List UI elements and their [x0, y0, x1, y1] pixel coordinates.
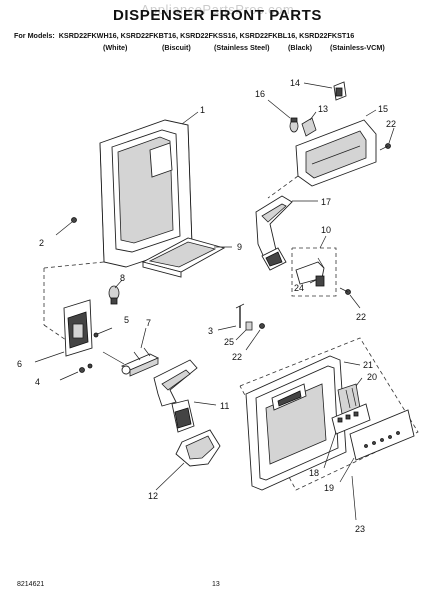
- part-22-screw-low: [259, 323, 265, 329]
- part-17-actuator: [255, 195, 293, 271]
- callout-8: 8: [120, 273, 125, 283]
- dash-6-link: [43, 324, 67, 341]
- leader-18: [323, 431, 337, 469]
- callout-21: 21: [363, 360, 373, 370]
- leader-21: [343, 361, 361, 366]
- callout-9: 9: [237, 242, 242, 252]
- leader-14: [303, 82, 333, 89]
- callout-19: 19: [324, 483, 334, 493]
- dash-15-17: [267, 175, 299, 199]
- leader-16: [267, 99, 291, 119]
- callout-7: 7: [146, 318, 151, 328]
- part-25-washer: [245, 321, 253, 331]
- callout-17: 17: [321, 197, 331, 207]
- leader-20: [355, 377, 363, 387]
- callout-22-low: 22: [232, 352, 242, 362]
- part-2-screw: [55, 217, 77, 236]
- part-14-clip: [333, 81, 347, 101]
- leader-11: [193, 401, 217, 406]
- exploded-parts-diagram: 1 2 3 4 5 6 7 8 9 10 11 12 13 14 15 16 1…: [17, 78, 419, 534]
- leader-24: [309, 279, 317, 284]
- leader-22-mid: [349, 294, 361, 309]
- models-lead: For Models:: [14, 31, 55, 40]
- leader-15: [365, 109, 377, 117]
- page-number: 13: [212, 581, 220, 588]
- callout-3: 3: [208, 326, 213, 336]
- models-line: For Models: KSRD22FKWH16, KSRD22FKBT16, …: [14, 31, 354, 40]
- color-stainless-vcm: (Stainless-VCM): [330, 43, 385, 52]
- callout-16: 16: [255, 89, 265, 99]
- part-18-switch-panel: [331, 403, 371, 435]
- part-16-bulb: [289, 117, 299, 133]
- callout-23: 23: [355, 524, 365, 534]
- dash-6-housing: [43, 261, 105, 269]
- part-4-screw: [59, 363, 93, 381]
- leader-3: [217, 325, 237, 331]
- leader-19: [339, 457, 355, 483]
- callout-14: 14: [290, 78, 300, 88]
- leader-23: [351, 475, 357, 521]
- part-22-screw-mid: [339, 287, 351, 295]
- part-6-switch-module: [63, 299, 93, 357]
- link-7: [102, 351, 125, 365]
- callout-5: 5: [124, 315, 129, 325]
- part-12-chute: [175, 429, 221, 467]
- callout-2: 2: [39, 238, 44, 248]
- color-black: (Black): [288, 43, 312, 52]
- callout-22-mid: 22: [356, 312, 366, 322]
- part-7-lever-pivot: [120, 347, 160, 377]
- part-9-drip-tray: [141, 237, 226, 278]
- leader-22-top: [388, 127, 395, 144]
- callout-11: 11: [220, 401, 229, 411]
- callout-25: 25: [224, 337, 234, 347]
- callout-10: 10: [321, 225, 331, 235]
- color-white: (White): [103, 43, 128, 52]
- colors-line: (White) (Biscuit) (Stainless Steel) (Bla…: [0, 43, 435, 53]
- page-title: DISPENSER FRONT PARTS: [112, 7, 322, 24]
- callout-6: 6: [17, 359, 22, 369]
- callout-24: 24: [294, 283, 304, 293]
- leader-1: [181, 111, 199, 125]
- document-number: 8214621: [17, 581, 45, 588]
- part-1-housing: [99, 119, 193, 268]
- callout-18: 18: [309, 468, 319, 478]
- callout-13: 13: [318, 104, 328, 114]
- callout-12: 12: [148, 491, 158, 501]
- leader-7: [140, 327, 147, 349]
- part-8-button: [108, 285, 120, 305]
- leader-10: [319, 235, 327, 249]
- color-stainless-steel: (Stainless Steel): [214, 43, 270, 52]
- part-3-pin: [235, 303, 245, 328]
- leader-12: [155, 462, 185, 491]
- watermark: AppliancePartsPros.com: [140, 2, 295, 17]
- part-5-pin: [93, 327, 113, 338]
- part-19-control-decal: [349, 409, 415, 461]
- leader-6: [34, 351, 65, 363]
- callout-1: 1: [200, 105, 205, 115]
- leader-22-low: [245, 329, 261, 351]
- models-list: KSRD22FKWH16, KSRD22FKBT16, KSRD22FKSS16…: [58, 31, 355, 40]
- leader-25: [235, 329, 247, 341]
- callout-20: 20: [367, 372, 377, 382]
- part-22-screw-top: [379, 143, 391, 151]
- part-13-socket: [301, 117, 317, 137]
- part-10-valve-assembly: [291, 247, 337, 297]
- callout-22-top: 22: [386, 119, 396, 129]
- part-11-dispenser-lever: [153, 359, 198, 433]
- part-21-front-panel: [245, 355, 347, 491]
- color-biscuit: (Biscuit): [162, 43, 191, 52]
- callout-15: 15: [378, 104, 388, 114]
- leader-8: [114, 279, 123, 289]
- leader-13: [309, 111, 317, 121]
- callout-4: 4: [35, 377, 40, 387]
